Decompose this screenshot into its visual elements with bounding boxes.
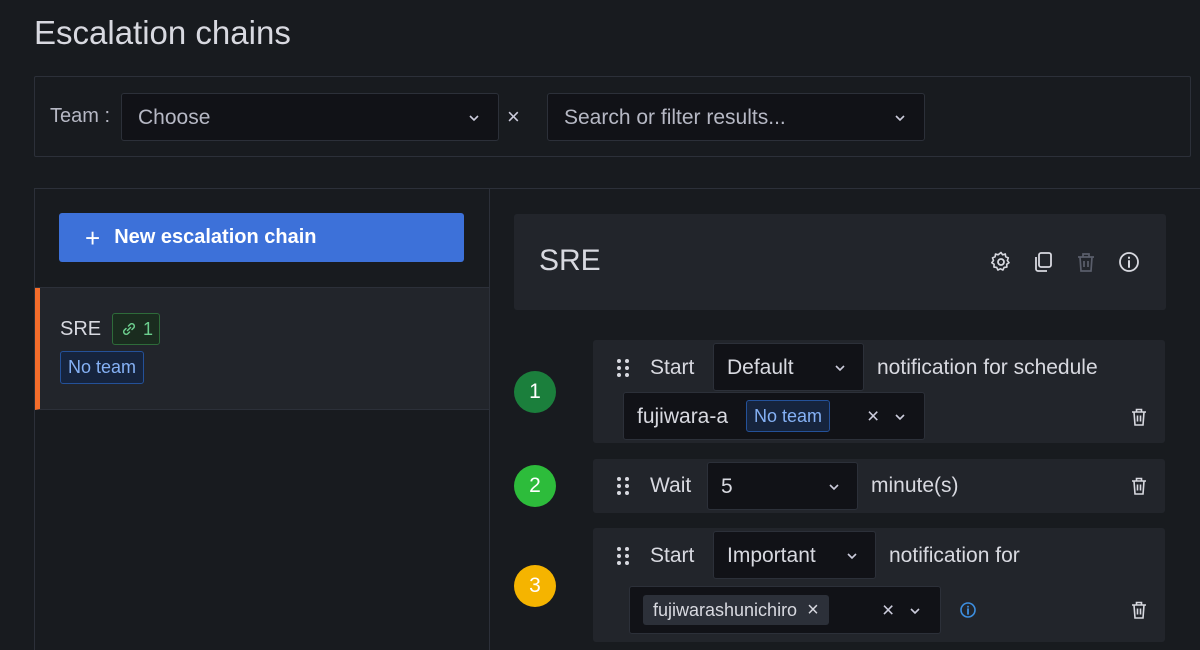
trash-icon[interactable] bbox=[1129, 599, 1149, 621]
clear-users-icon[interactable]: × bbox=[882, 599, 895, 622]
link-icon bbox=[122, 322, 136, 336]
chain-list-item[interactable]: SRE 1 No team bbox=[35, 288, 489, 410]
drag-handle-icon[interactable] bbox=[615, 545, 631, 567]
page-title: Escalation chains bbox=[34, 14, 291, 51]
link-count: 1 bbox=[143, 318, 154, 339]
chain-header: SRE bbox=[514, 214, 1166, 310]
team-filter-label: Team : bbox=[50, 105, 111, 127]
importance-select[interactable]: Default bbox=[713, 343, 864, 391]
remove-user-icon[interactable]: × bbox=[807, 598, 819, 621]
step-suffix-text: notification for schedule bbox=[877, 356, 1098, 379]
team-select[interactable]: Choose bbox=[121, 93, 499, 141]
step-label-start: Start bbox=[650, 544, 695, 567]
chevron-down-icon bbox=[892, 409, 908, 425]
escalation-step-2: Wait 5 minute(s) bbox=[593, 459, 1165, 513]
info-icon[interactable] bbox=[1117, 250, 1141, 274]
clear-schedule-icon[interactable]: × bbox=[867, 405, 880, 428]
filter-bar: Team : Choose × Search or filter results… bbox=[34, 76, 1191, 157]
new-escalation-chain-button[interactable]: + New escalation chain bbox=[59, 213, 464, 262]
trash-icon[interactable] bbox=[1129, 406, 1149, 428]
wait-unit-text: minute(s) bbox=[871, 474, 959, 497]
chain-list: + New escalation chain SRE 1 No team bbox=[35, 189, 490, 650]
step-number-3: 3 bbox=[514, 565, 556, 607]
new-button-label: New escalation chain bbox=[114, 226, 317, 248]
step-label-start: Start bbox=[650, 356, 695, 379]
plus-icon: + bbox=[85, 222, 101, 253]
step-number-2: 2 bbox=[514, 465, 556, 507]
escalation-step-1: Start Default notification for schedule … bbox=[593, 340, 1165, 443]
chevron-down-icon bbox=[844, 548, 860, 564]
chevron-down-icon bbox=[832, 360, 848, 376]
divider bbox=[35, 287, 490, 288]
clear-team-icon[interactable]: × bbox=[507, 104, 520, 129]
schedule-team-badge: No team bbox=[746, 400, 831, 432]
search-placeholder: Search or filter results... bbox=[564, 106, 786, 129]
user-select[interactable]: fujiwarashunichiro × × bbox=[629, 586, 941, 634]
drag-handle-icon[interactable] bbox=[615, 357, 631, 379]
schedule-select[interactable]: fujiwara-a No team × bbox=[623, 392, 925, 440]
chevron-down-icon bbox=[466, 110, 482, 126]
trash-icon[interactable] bbox=[1074, 250, 1098, 274]
step-suffix-text: notification for bbox=[889, 544, 1020, 567]
importance-select[interactable]: Important bbox=[713, 531, 876, 579]
info-icon[interactable] bbox=[959, 601, 977, 619]
wait-duration-value: 5 bbox=[721, 475, 733, 498]
chain-title: SRE bbox=[539, 244, 601, 277]
drag-handle-icon[interactable] bbox=[615, 475, 631, 497]
schedule-value: fujiwara-a bbox=[637, 405, 729, 428]
step-number-1: 1 bbox=[514, 371, 556, 413]
main-panel: + New escalation chain SRE 1 No team SRE bbox=[34, 188, 1200, 650]
search-filter-input[interactable]: Search or filter results... bbox=[547, 93, 925, 141]
escalation-step-3: Start Important notification for fujiwar… bbox=[593, 528, 1165, 642]
chevron-down-icon bbox=[826, 479, 842, 495]
step-label-wait: Wait bbox=[650, 474, 692, 497]
gear-icon[interactable] bbox=[989, 250, 1013, 274]
chevron-down-icon bbox=[892, 110, 908, 126]
chain-item-name: SRE bbox=[60, 318, 102, 340]
user-chip-label: fujiwarashunichiro bbox=[653, 599, 798, 620]
importance-value: Important bbox=[727, 544, 816, 567]
team-badge: No team bbox=[60, 351, 145, 384]
user-chip: fujiwarashunichiro × bbox=[643, 595, 829, 625]
importance-value: Default bbox=[727, 356, 794, 379]
linked-integrations-badge[interactable]: 1 bbox=[112, 313, 161, 345]
wait-duration-select[interactable]: 5 bbox=[707, 462, 858, 510]
trash-icon[interactable] bbox=[1129, 475, 1149, 497]
chevron-down-icon bbox=[907, 603, 923, 619]
team-select-value: Choose bbox=[138, 106, 211, 129]
copy-icon[interactable] bbox=[1031, 250, 1055, 274]
